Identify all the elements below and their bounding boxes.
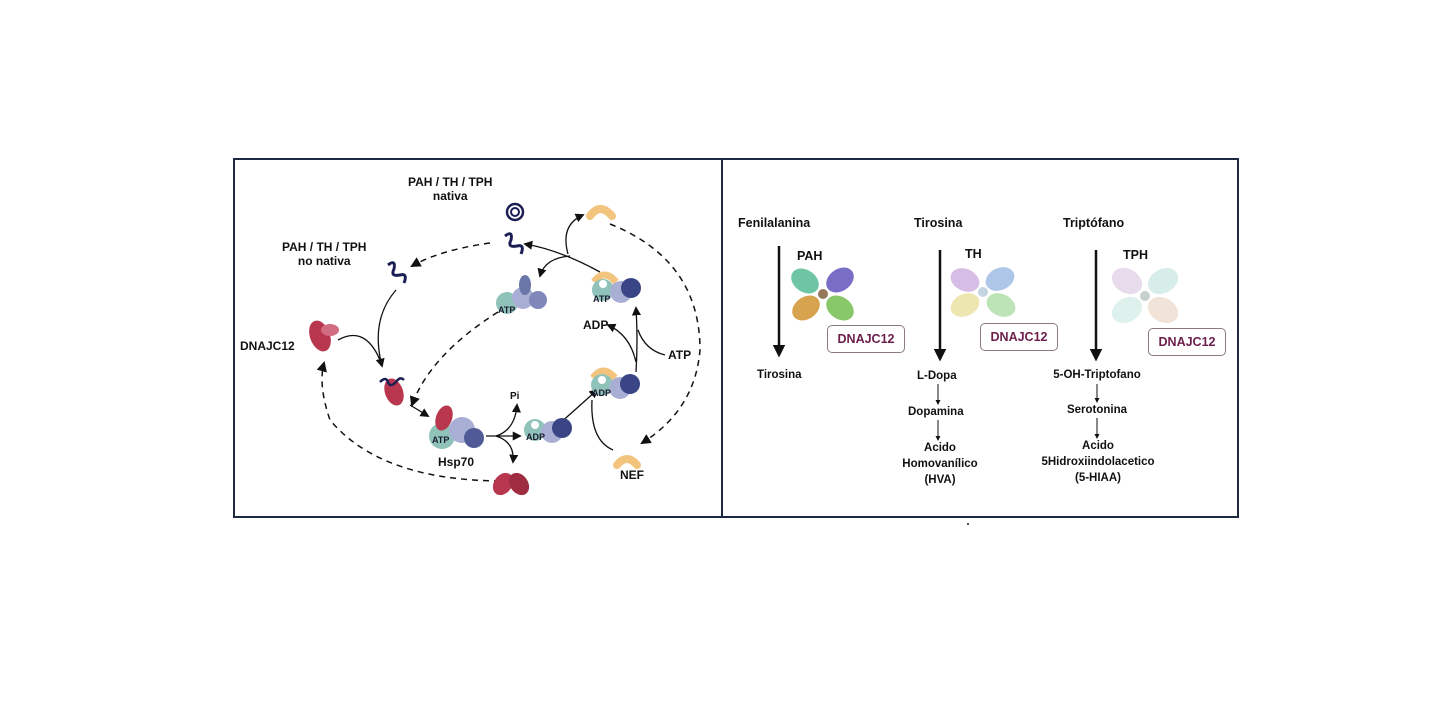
svg-text:ATP: ATP <box>593 294 610 304</box>
arrow-atp-in <box>637 329 666 356</box>
svg-text:ADP: ADP <box>592 388 611 398</box>
native-protein-icon <box>505 202 525 222</box>
native-label-line2: nativa <box>432 189 468 203</box>
non-native-label: PAH / TH / TPH no nativa <box>282 240 366 268</box>
native-label-line1: PAH / TH / TPH <box>408 175 493 189</box>
pi-label: Pi <box>510 391 520 402</box>
hsp70-adp-nef-icon: ADP <box>590 367 640 399</box>
th-dnajc12-box: DNAJC12 <box>980 323 1058 351</box>
pah-dnajc12-box: DNAJC12 <box>827 325 905 353</box>
th-substrate-label: Tirosina <box>914 216 963 230</box>
hsp70-atp-tag: ATP <box>432 435 449 445</box>
native-label: PAH / TH / TPH nativa <box>408 175 492 203</box>
dashed-arrow-native-to-nonnative <box>410 242 491 268</box>
hsp70-adp-substrate-icon: ADP <box>524 418 572 443</box>
nef-label: NEF <box>620 468 644 482</box>
dashed-arrow-dnajc12-recycle <box>316 360 501 482</box>
tph-product-5hiaa: Acido 5Hidroxiindolacetico (5-HIAA) <box>1036 438 1160 486</box>
tph-enzyme-label: TPH <box>1123 248 1148 262</box>
arrow-release-to-native <box>523 240 601 273</box>
hsp70-label: Hsp70 <box>438 455 475 469</box>
tph-substrate-label: Triptófano <box>1063 216 1125 230</box>
th-enzyme-label: TH <box>965 247 982 261</box>
dashed-arrow-atp-to-hsp70 <box>409 311 499 407</box>
th-product-ldopa: L-Dopa <box>917 370 957 382</box>
svg-text:ADP: ADP <box>526 432 545 442</box>
th-structure-icon <box>950 267 1016 317</box>
dnajc12-label: DNAJC12 <box>240 339 295 353</box>
non-native-label-line1: PAH / TH / TPH <box>282 240 367 254</box>
arrow-to-pi <box>495 403 521 437</box>
pah-enzyme-label: PAH <box>797 249 823 263</box>
hsp70-atp-nef-icon: ATP <box>591 271 641 304</box>
arrow-release-to-nef <box>565 213 585 255</box>
arrow-exchange-atp <box>631 306 641 373</box>
adp-label: ADP <box>583 318 609 332</box>
dashed-arrow-nef-recycle <box>609 223 701 445</box>
dnajc12-icon <box>309 320 339 352</box>
figure-frame <box>233 158 1239 518</box>
hva-line1: Acido <box>924 442 956 454</box>
nonnative-substrate-icon <box>387 261 407 284</box>
stray-dot <box>967 523 969 525</box>
arrow-nonnative-to-complex <box>375 289 397 368</box>
th-product-hva: Acido Homovanílico (HVA) <box>896 440 984 488</box>
tph-dnajc12-box: DNAJC12 <box>1148 328 1226 356</box>
hva-line3: (HVA) <box>924 474 956 486</box>
nef-free-icon <box>586 205 616 220</box>
tph-product-5oh: 5-OH-Triptofano <box>1053 369 1141 381</box>
dnajc12-substrate-complex-icon <box>379 377 405 406</box>
nef-icon <box>613 455 641 469</box>
pah-product-tirosina: Tirosina <box>757 369 802 381</box>
hsp70-atp-free-icon: ATP <box>496 275 547 315</box>
arrow-to-adp-release <box>606 323 637 363</box>
panel-divider <box>721 158 723 518</box>
arrow-nef-bind <box>591 399 614 451</box>
pah-substrate-label: Fenilalanina <box>738 216 811 230</box>
5hiaa-line1: Acido <box>1082 440 1114 452</box>
arrow-release-to-hsp70-atp <box>537 255 571 278</box>
atp-label: ATP <box>668 348 692 362</box>
th-product-dopamina: Dopamina <box>908 406 964 418</box>
svg-text:ATP: ATP <box>498 305 515 315</box>
hsp70-atp-dnajc12-icon: ATP <box>429 405 484 449</box>
hva-line2: Homovanílico <box>902 458 978 470</box>
arrow-dnajc12-to-complex <box>337 334 381 361</box>
5hiaa-line2: 5Hidroxiindolacetico <box>1041 456 1155 468</box>
5hiaa-line3: (5-HIAA) <box>1075 472 1121 484</box>
unfolded-substrate-icon <box>504 232 524 255</box>
non-native-label-line2: no nativa <box>297 254 351 268</box>
tph-structure-icon <box>1111 267 1179 324</box>
arrow-complex-to-hsp70 <box>409 404 430 417</box>
released-dnajc12-icon <box>492 472 530 496</box>
pah-structure-icon <box>791 267 854 321</box>
tph-product-serotonina: Serotonina <box>1066 404 1128 416</box>
arrow-to-dnajc12-release <box>495 435 519 464</box>
